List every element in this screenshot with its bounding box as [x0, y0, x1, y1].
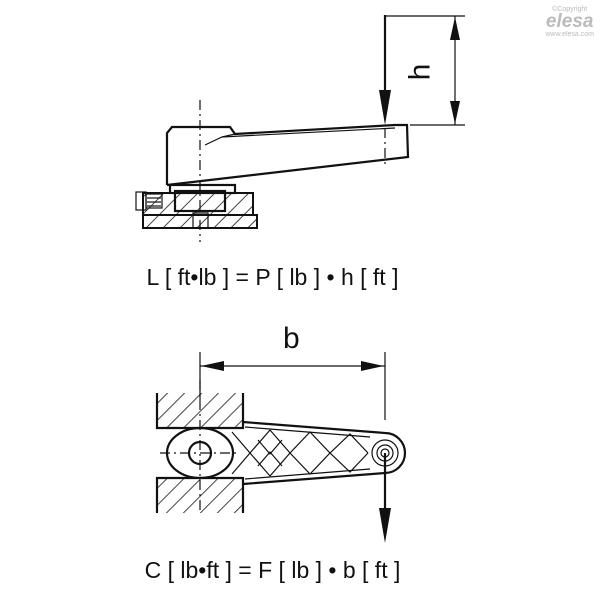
brand-url: www.elesa.com	[545, 31, 594, 38]
h-dimension	[385, 15, 465, 126]
copyright-text: ©Copyright	[552, 6, 588, 13]
force-arrow-f	[379, 453, 391, 543]
elesa-logo: ©Copyright elesa www.elesa.com	[545, 6, 594, 38]
lever-handle	[165, 123, 410, 187]
lever-base	[135, 183, 258, 229]
force-arrow-p	[379, 15, 391, 125]
b-dimension	[199, 352, 386, 420]
b-label: b	[283, 322, 300, 355]
lever-torque-formula: L [ ft•lb ] = P [ lb ] • h [ ft ]	[146, 264, 399, 290]
h-label: h	[403, 63, 437, 81]
clamp-torque-formula: C [ lb•ft ] = F [ lb ] • b [ ft ]	[144, 557, 401, 583]
brand-name: elesa	[545, 11, 594, 32]
